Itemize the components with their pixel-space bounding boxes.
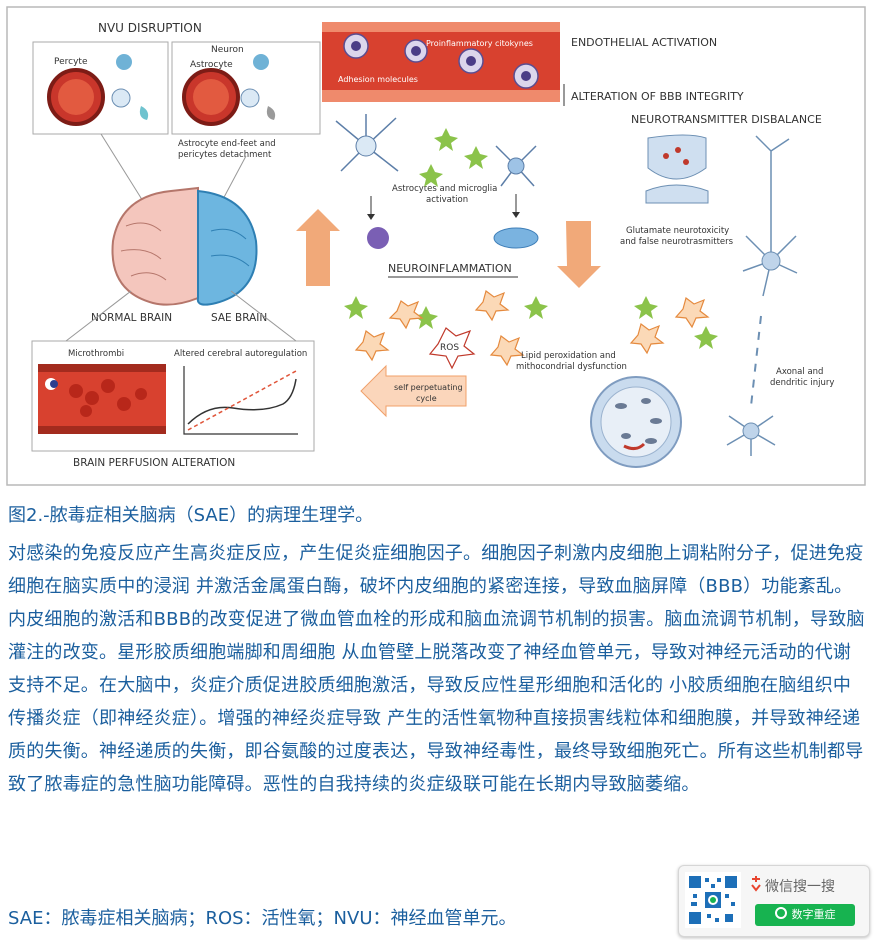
neuron-icon-left <box>116 54 132 70</box>
detach-line-2: pericytes detachment <box>178 150 272 160</box>
sae-brain-label: SAE BRAIN <box>211 312 267 324</box>
autoregulation-label: Altered cerebral autoregulation <box>174 349 307 359</box>
axonal-line-2: dendritic injury <box>770 378 834 388</box>
detach-line-1: Astrocyte end-feet and <box>178 139 276 149</box>
normal-brain <box>111 186 199 306</box>
self-perpetuating-arrow <box>360 364 467 418</box>
cycle-arrow-up <box>296 209 340 286</box>
sae-pathophysiology-figure: NVU DISRUPTION Percyte Neuron Astrocyte … <box>6 6 866 486</box>
autoregulation-axes <box>183 366 298 435</box>
neuron-icon <box>742 135 798 297</box>
neurotransmitter-label: NEUROTRANSMITTER DISBALANCE <box>631 113 822 126</box>
adhesion-label: Adhesion molecules <box>338 75 418 84</box>
injured-neuron-icon <box>726 415 776 456</box>
microthrombi-vessel <box>38 364 166 434</box>
axonal-line-1: Axonal and <box>776 367 823 377</box>
neuroinflammation-label: NEUROINFLAMMATION <box>388 262 512 275</box>
caption-body: 对感染的免疫反应产生高炎症反应，产生促炎症细胞因子。细胞因子刺激内皮细胞上调粘附… <box>8 543 865 795</box>
pericyte-label: Percyte <box>54 57 88 67</box>
ros-label: ROS <box>440 343 459 353</box>
caption-abbreviations: SAE：脓毒症相关脑病；ROS：活性氧；NVU：神经血管单元。 <box>8 908 517 929</box>
cycle-arrow-down <box>557 221 601 288</box>
astrocyte-label: Astrocyte <box>190 60 233 70</box>
proinflammatory-label: Proinflammatory citokynes <box>426 39 533 48</box>
perfusion-label: BRAIN PERFUSION ALTERATION <box>73 457 235 469</box>
reactive-astrocyte <box>367 227 389 249</box>
activation-line-1: Astrocytes and microglia <box>392 184 497 194</box>
activation-line-2: activation <box>426 195 468 205</box>
wechat-search-label: 微信搜一搜 <box>765 879 835 895</box>
wechat-search-widget[interactable]: 微信搜一搜 数字重症 <box>678 865 870 937</box>
activated-microglia <box>493 227 539 249</box>
lipid-line-1: Lipid peroxidation and <box>521 351 616 361</box>
self-line-2: cycle <box>416 394 437 403</box>
caption-title: 图2.-脓毒症相关脑病（SAE）的病理生理学。 <box>8 505 374 526</box>
astrocyte-icon-right <box>240 88 260 108</box>
bbb-label: ALTERATION OF BBB INTEGRITY <box>571 90 744 103</box>
astrocyte-icon-left <box>111 88 131 108</box>
synapse-icon <box>647 134 707 180</box>
sae-brain <box>196 189 258 306</box>
search-icon <box>774 907 787 919</box>
neuron-icon-right <box>253 54 269 70</box>
qr-code-icon <box>685 872 741 928</box>
autoregulation-curve <box>187 378 297 425</box>
glutamate-line-2: and false neurotrasmitters <box>620 237 734 247</box>
ros-bursts <box>354 289 710 367</box>
wechat-search-button[interactable]: 数字重症 <box>755 904 855 926</box>
nvu-title: NVU DISRUPTION <box>98 21 202 35</box>
wechat-search-logo-icon <box>751 876 761 892</box>
endothelial-label: ENDOTHELIAL ACTIVATION <box>571 36 717 49</box>
normal-brain-label: NORMAL BRAIN <box>91 312 172 324</box>
microthrombi-label: Microthrombi <box>68 349 124 359</box>
self-line-1: self perpetuating <box>394 383 463 392</box>
neuron-label: Neuron <box>211 45 244 55</box>
cytokine-stars <box>344 128 718 349</box>
wechat-search-button-label: 数字重症 <box>791 908 836 921</box>
ros-burst-main <box>428 327 476 370</box>
lipid-line-2: mithocondrial dysfunction <box>516 362 627 372</box>
glutamate-line-1: Glutamate neurotoxicity <box>626 226 729 236</box>
